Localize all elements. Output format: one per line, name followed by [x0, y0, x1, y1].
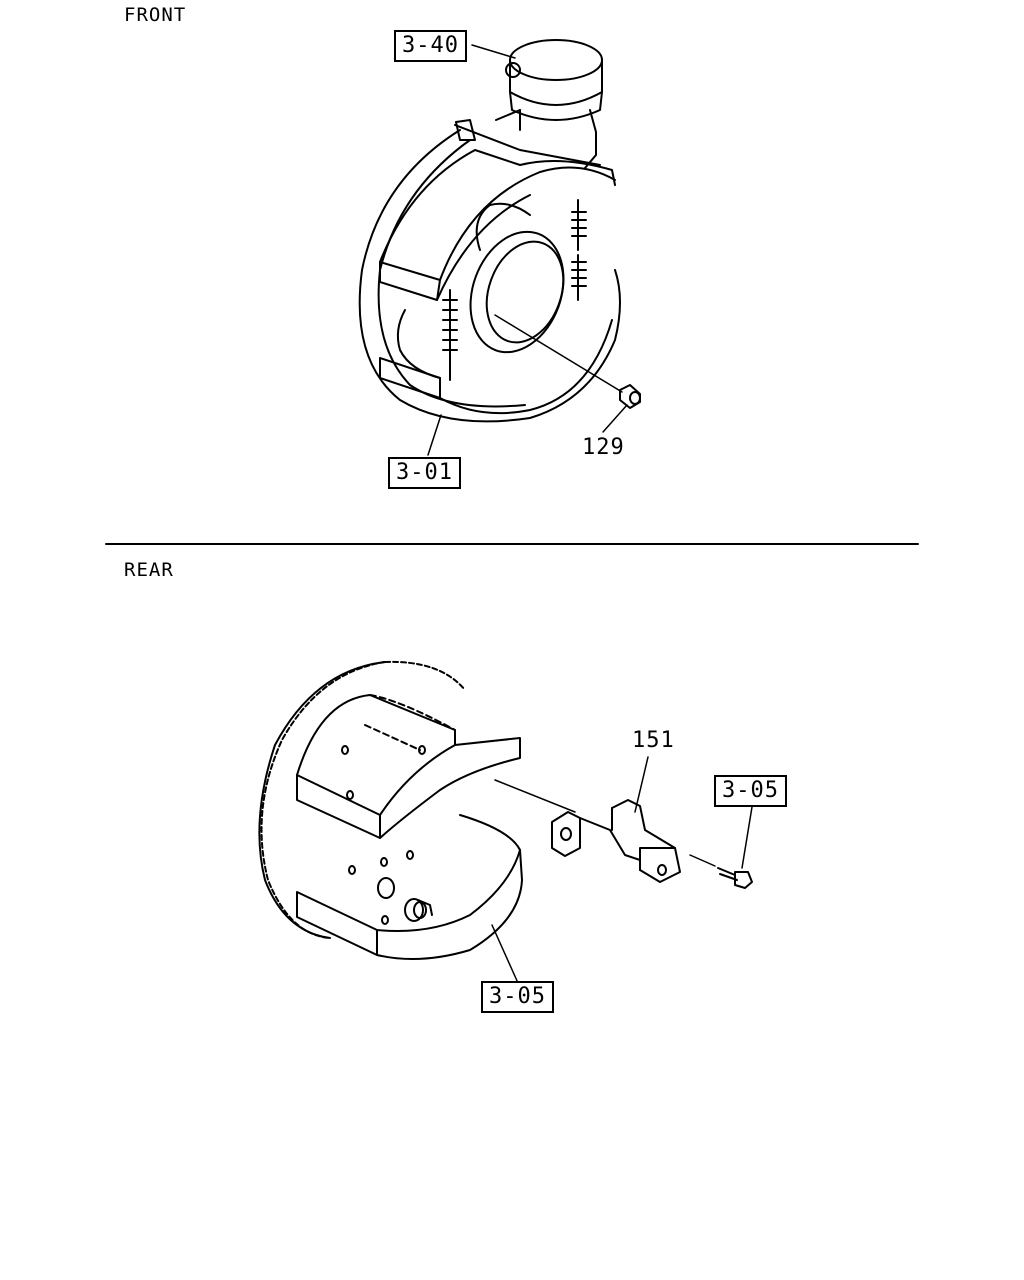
callout-3-05-bolt[interactable]: 3-05: [714, 775, 787, 807]
leader-151: [634, 756, 649, 813]
hub: [469, 202, 565, 354]
bolt-3-05: [689, 854, 753, 889]
leader-3-05-assembly: [491, 924, 519, 984]
backing-plate: [358, 119, 621, 423]
rear-brake-assembly: [258, 660, 753, 984]
return-spring-upper: [571, 199, 587, 301]
rear-lower-shoe: [296, 814, 523, 960]
rear-upper-shoe: [296, 694, 521, 839]
callout-151[interactable]: 151: [632, 728, 675, 753]
front-brake-assembly: [358, 39, 641, 456]
callout-3-01[interactable]: 3-01: [388, 457, 461, 489]
section-title-front: FRONT: [124, 4, 187, 26]
anchor-pins: [341, 745, 433, 925]
leader-3-05-bolt: [741, 806, 753, 869]
leader-3-40: [471, 44, 516, 59]
bushing-129: [494, 314, 641, 409]
brake-drum: [260, 660, 466, 939]
section-title-rear: REAR: [124, 559, 174, 581]
leader-3-01: [427, 414, 442, 456]
callout-3-40[interactable]: 3-40: [394, 30, 467, 62]
return-spring-lower: [442, 289, 458, 381]
bracket-151: [494, 779, 681, 883]
brake-chamber-3-40: [495, 39, 603, 169]
callout-3-05-assembly[interactable]: 3-05: [481, 981, 554, 1013]
lower-brake-shoe: [379, 309, 613, 415]
leader-129: [602, 404, 628, 433]
callout-129[interactable]: 129: [582, 435, 625, 460]
